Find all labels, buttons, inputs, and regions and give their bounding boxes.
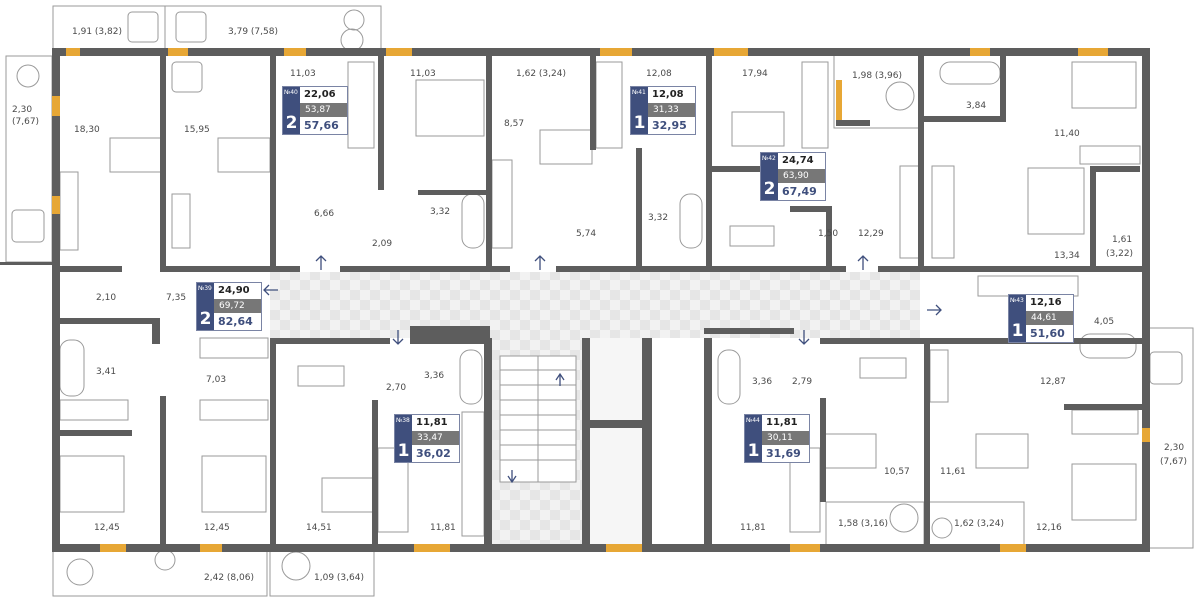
- area-label: 3,32: [430, 207, 450, 217]
- area-label: (7,67): [12, 117, 39, 127]
- secondary-area: 30,11: [762, 431, 809, 445]
- living-area: 24,90: [218, 285, 250, 296]
- apartment-43-badge[interactable]: №43 1 12,16 44,61 51,60: [1008, 294, 1074, 343]
- area-label: 3,36: [752, 377, 772, 387]
- apartment-38-badge[interactable]: №38 1 11,81 33,47 36,02: [394, 414, 460, 463]
- total-area: 31,69: [766, 447, 801, 460]
- area-labels: 1,91 (3,82) 3,79 (7,58) 2,30 (7,67) 18,3…: [12, 27, 1187, 583]
- lift-hall: [582, 338, 652, 546]
- area-label: 17,94: [742, 69, 768, 79]
- area-label: 8,57: [504, 119, 524, 129]
- apartment-39-badge[interactable]: №39 2 24,90 69,72 82,64: [196, 282, 262, 331]
- apartment-41-badge[interactable]: №41 1 12,08 31,33 32,95: [630, 86, 696, 135]
- area-label: 11,40: [1054, 129, 1080, 139]
- area-label: 3,36: [424, 371, 444, 381]
- area-label: 11,03: [290, 69, 316, 79]
- area-label: 2,30: [12, 105, 32, 115]
- room-count: 2: [763, 179, 776, 199]
- area-label: 2,10: [96, 293, 116, 303]
- area-label: 2,30: [1164, 443, 1184, 453]
- secondary-area: 44,61: [1026, 311, 1073, 325]
- room-count: 1: [397, 441, 410, 461]
- room-count: 2: [285, 113, 298, 133]
- area-label: 3,41: [96, 367, 116, 377]
- secondary-area: 33,47: [412, 431, 459, 445]
- area-label: 7,35: [166, 293, 186, 303]
- area-label: 12,08: [646, 69, 672, 79]
- area-label: 2,70: [386, 383, 406, 393]
- area-label: 3,84: [966, 101, 986, 111]
- area-label: 1,91 (3,82): [72, 27, 122, 37]
- apartment-number: №39: [198, 285, 212, 292]
- apartment-40-badge[interactable]: №40 2 22,06 53,87 57,66: [282, 86, 348, 135]
- area-label: 1,62 (3,24): [516, 69, 566, 79]
- apartment-number: №44: [746, 417, 760, 424]
- area-label: 12,16: [1036, 523, 1062, 533]
- area-label: 10,57: [884, 467, 910, 477]
- area-label: 7,03: [206, 375, 226, 385]
- area-label: 11,81: [430, 523, 456, 533]
- area-label: 3,79 (7,58): [228, 27, 278, 37]
- area-label: 3,32: [648, 213, 668, 223]
- living-area: 12,16: [1030, 297, 1062, 308]
- area-label: 1,98 (3,96): [852, 71, 902, 81]
- area-label: 1,50: [818, 229, 838, 239]
- area-label: (7,67): [1160, 457, 1187, 467]
- living-area: 22,06: [304, 89, 336, 100]
- area-label: 1,62 (3,24): [954, 519, 1004, 529]
- furniture: [11, 9, 1183, 586]
- secondary-area: 53,87: [300, 103, 347, 117]
- area-label: 11,81: [740, 523, 766, 533]
- room-count: 1: [633, 113, 646, 133]
- area-label: 11,61: [940, 467, 966, 477]
- living-area: 24,74: [782, 155, 814, 166]
- room-count: 1: [747, 441, 760, 461]
- area-label: 12,87: [1040, 377, 1066, 387]
- area-label: 12,45: [204, 523, 230, 533]
- total-area: 57,66: [304, 119, 339, 132]
- entrance-arrows: [263, 255, 942, 484]
- apartment-number: №42: [762, 155, 776, 162]
- area-label: 18,30: [74, 125, 100, 135]
- total-area: 82,64: [218, 315, 253, 328]
- apartment-number: №41: [632, 89, 646, 96]
- total-area: 51,60: [1030, 327, 1065, 340]
- total-area: 32,95: [652, 119, 687, 132]
- apartment-number: №40: [284, 89, 298, 96]
- area-label: (3,22): [1106, 249, 1133, 259]
- apartment-number: №38: [396, 417, 410, 424]
- area-label: 6,66: [314, 209, 334, 219]
- corridor: [270, 272, 920, 338]
- area-label: 13,34: [1054, 251, 1080, 261]
- living-area: 11,81: [416, 417, 448, 428]
- area-label: 1,61: [1112, 235, 1132, 245]
- windows: [52, 48, 1150, 552]
- area-label: 5,74: [576, 229, 596, 239]
- area-label: 2,42 (8,06): [204, 573, 254, 583]
- area-label: 2,79: [792, 377, 812, 387]
- area-label: 2,09: [372, 239, 392, 249]
- apartment-42-badge[interactable]: №42 2 24,74 63,90 67,49: [760, 152, 826, 201]
- secondary-area: 63,90: [778, 169, 825, 183]
- secondary-area: 31,33: [648, 103, 695, 117]
- area-label: 1,09 (3,64): [314, 573, 364, 583]
- secondary-area: 69,72: [214, 299, 261, 313]
- apartment-number: №43: [1010, 297, 1024, 304]
- room-count: 1: [1011, 321, 1024, 341]
- area-label: 4,05: [1094, 317, 1114, 327]
- living-area: 12,08: [652, 89, 684, 100]
- apartment-44-badge[interactable]: №44 1 11,81 30,11 31,69: [744, 414, 810, 463]
- room-count: 2: [199, 309, 212, 329]
- total-area: 67,49: [782, 185, 817, 198]
- area-label: 12,45: [94, 523, 120, 533]
- area-label: 14,51: [306, 523, 332, 533]
- area-label: 12,29: [858, 229, 884, 239]
- total-area: 36,02: [416, 447, 451, 460]
- area-label: 11,03: [410, 69, 436, 79]
- living-area: 11,81: [766, 417, 798, 428]
- area-label: 15,95: [184, 125, 210, 135]
- area-label: 1,58 (3,16): [838, 519, 888, 529]
